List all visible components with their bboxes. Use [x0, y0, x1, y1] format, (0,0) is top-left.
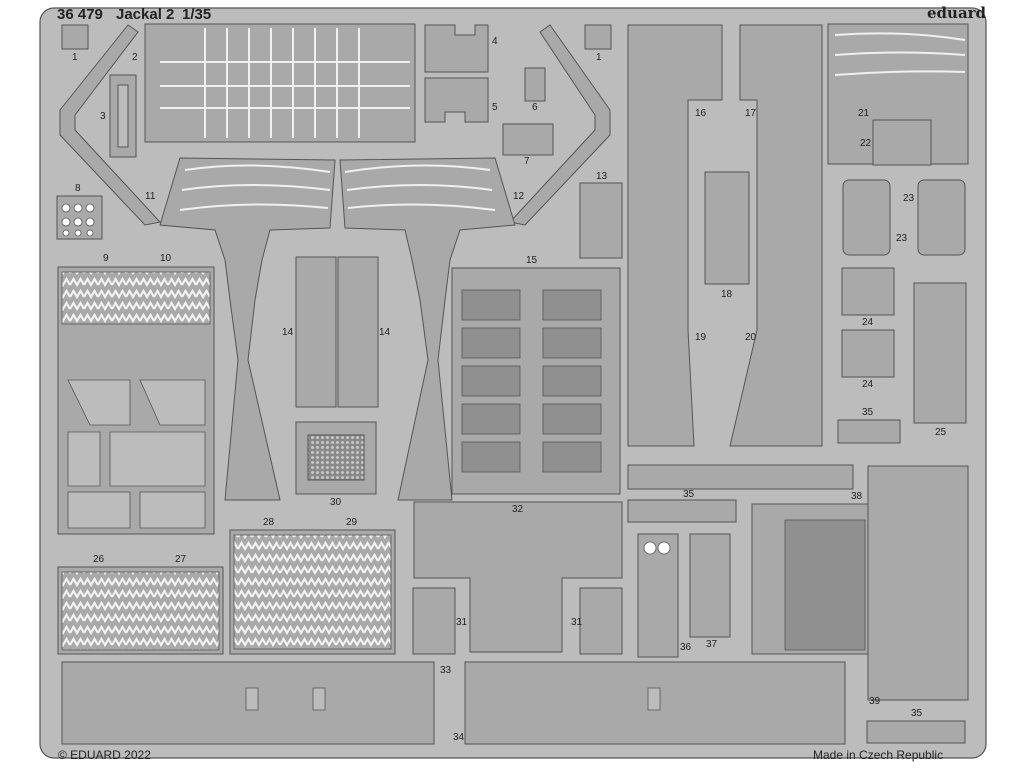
part-label-39: 39 [869, 696, 881, 707]
part-strip-long [627, 464, 854, 490]
part-label-33: 33 [440, 665, 452, 676]
part-label-38: 38 [851, 491, 863, 502]
part-24-bottom [841, 329, 895, 378]
part-14-right [337, 256, 379, 408]
part-label-3: 3 [100, 111, 106, 122]
part-label-18: 18 [721, 289, 733, 300]
part-label-22: 22 [860, 138, 872, 149]
part-label-19: 19 [695, 332, 707, 343]
part-23-left [842, 179, 891, 256]
part-label-27: 27 [175, 554, 187, 565]
part-wing-left [159, 157, 336, 501]
part-7 [502, 123, 554, 156]
part-label-17: 17 [745, 108, 757, 119]
part-label-1: 1 [596, 52, 602, 63]
part-label-4: 4 [492, 36, 498, 47]
part-label-11: 11 [145, 191, 156, 202]
part-35-mid [627, 499, 737, 523]
part-35-top [837, 419, 901, 444]
part-label-31: 31 [456, 617, 468, 628]
part-label-10: 10 [160, 253, 172, 264]
part-label-23: 23 [896, 233, 908, 244]
part-label-8: 8 [75, 183, 81, 194]
part-31-right [579, 587, 623, 655]
part-label-1: 1 [72, 52, 78, 63]
part-label-29: 29 [346, 517, 358, 528]
part-31-left [412, 587, 456, 655]
part-label-14: 14 [282, 327, 294, 338]
part-label-12: 12 [513, 191, 525, 202]
part-13 [579, 182, 623, 259]
part-37 [689, 533, 731, 638]
part-label-6: 6 [532, 102, 538, 113]
part-label-24: 24 [862, 379, 874, 390]
part-label-21: 21 [858, 108, 870, 119]
part-22 [872, 119, 932, 166]
part-label-16: 16 [695, 108, 707, 119]
part-24-top [841, 267, 895, 316]
kit-name: Jackal 2 [116, 6, 175, 23]
part-label-36: 36 [680, 642, 692, 653]
part-label-28: 28 [263, 517, 275, 528]
part-label-37: 37 [706, 639, 718, 650]
part-23-right [917, 179, 966, 256]
part-label-32: 32 [512, 504, 524, 515]
part-label-15: 15 [526, 255, 538, 266]
part-label-9: 9 [103, 253, 109, 264]
part-11 [59, 24, 161, 226]
copyright-text: © EDUARD 2022 [58, 748, 151, 762]
part-4 [424, 24, 489, 73]
part-label-5: 5 [492, 102, 498, 113]
brand-logo-text: eduard [927, 4, 987, 22]
part-label-2: 2 [132, 52, 138, 63]
part-label-31: 31 [571, 617, 583, 628]
part-17-20 [729, 24, 823, 447]
part-label-20: 20 [745, 332, 757, 343]
part-16-19 [627, 24, 723, 447]
part-label-7: 7 [524, 156, 530, 167]
part-label-35: 35 [862, 407, 874, 418]
kit-scale: 1/35 [182, 6, 212, 23]
part-label-26: 26 [93, 554, 105, 565]
part-2 [144, 23, 416, 143]
part-39 [867, 465, 969, 701]
part-6 [524, 67, 546, 102]
part-label-25: 25 [935, 427, 947, 438]
origin-text: Made in Czech Republic [813, 748, 944, 762]
part-5 [424, 77, 489, 123]
part-14-left [295, 256, 337, 408]
part-32 [413, 501, 623, 653]
part-35-bottom [866, 720, 966, 744]
part-label-14: 14 [379, 327, 391, 338]
part-1-left [61, 24, 89, 50]
part-label-30: 30 [330, 497, 342, 508]
part-wing-right [339, 157, 516, 501]
part-label-35: 35 [683, 489, 695, 500]
part-label-13: 13 [596, 171, 608, 182]
kit-code: 36 479 [57, 6, 103, 23]
part-label-35: 35 [911, 708, 923, 719]
part-label-34: 34 [453, 732, 465, 743]
part-label-23: 23 [903, 193, 915, 204]
part-18 [704, 171, 750, 285]
part-1-right [584, 24, 612, 50]
part-36 [637, 533, 679, 658]
part-25 [913, 282, 967, 424]
part-label-24: 24 [862, 317, 874, 328]
